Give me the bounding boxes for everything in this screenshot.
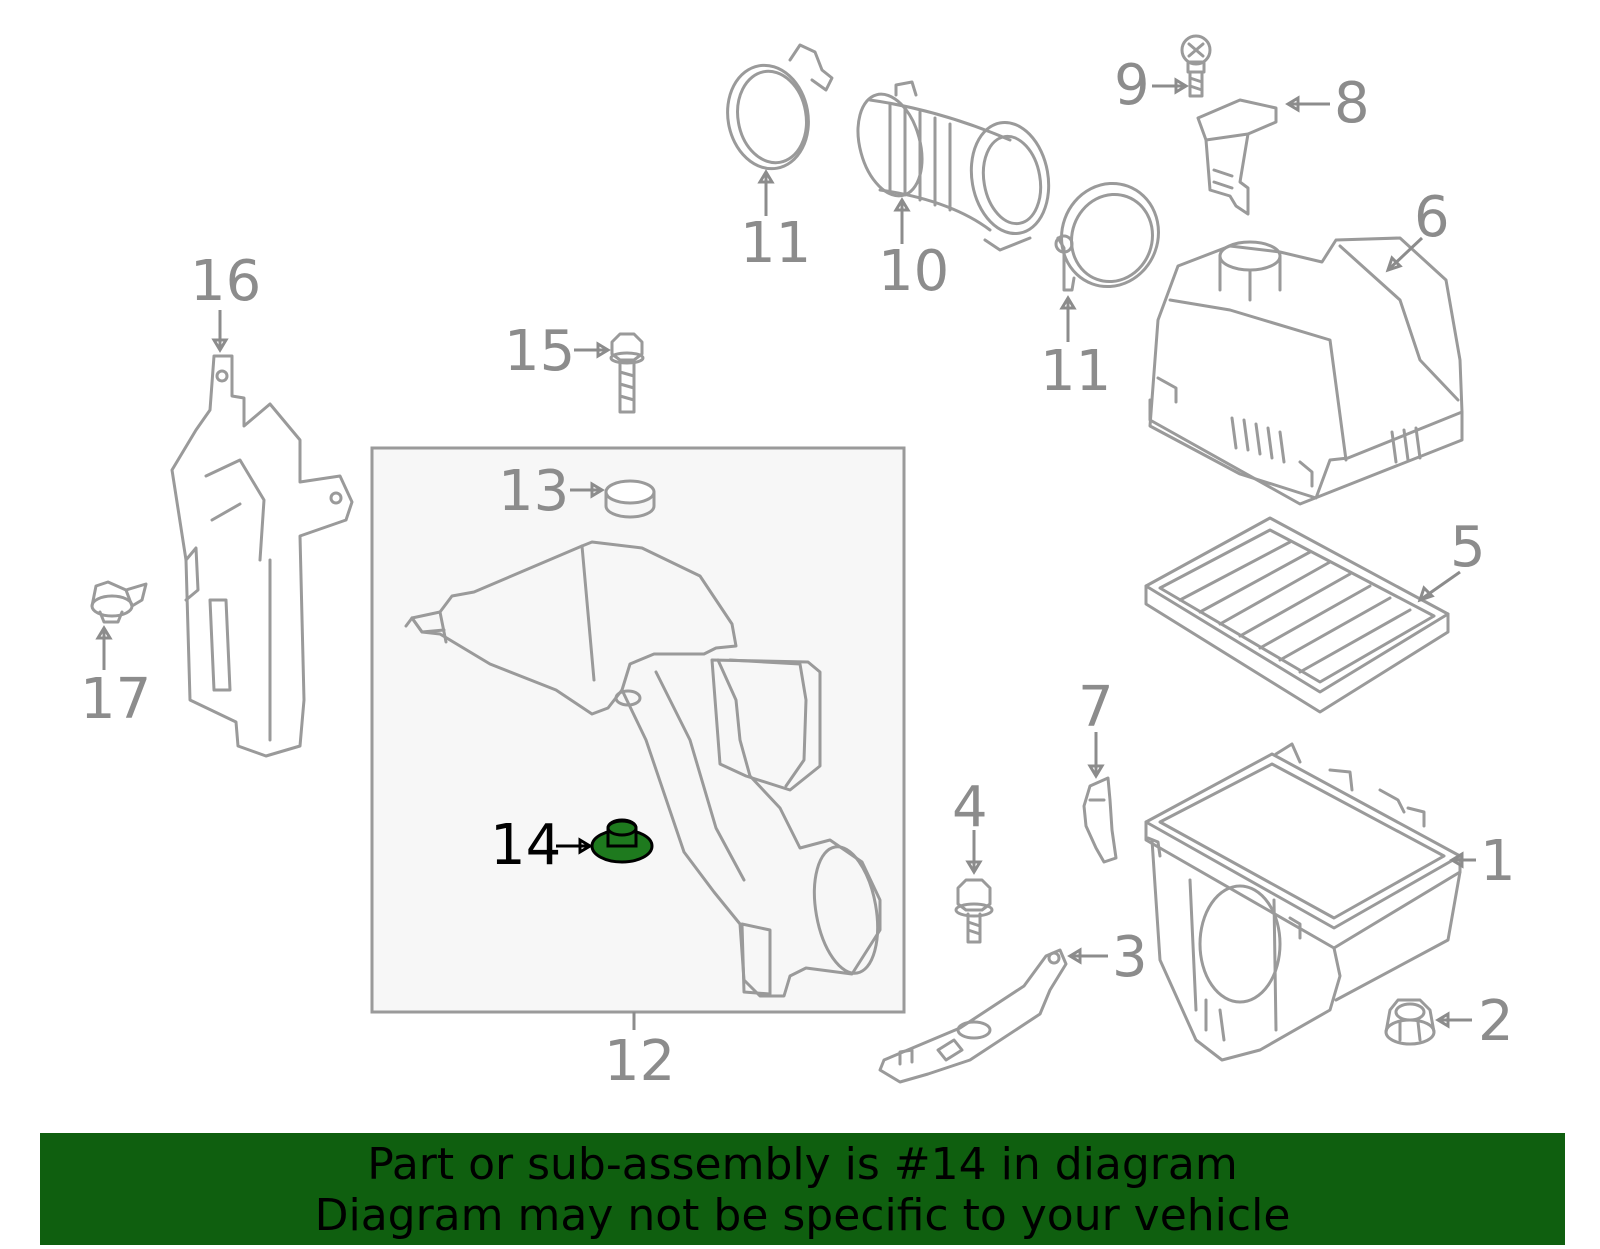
banner-line-part-number: Part or sub-assembly is #14 in diagram [367,1139,1238,1190]
part-4-bolt[interactable] [954,878,994,944]
callout-11-upper: 11 [740,211,811,276]
part-11-clamp-lower[interactable] [1047,170,1173,301]
callout-16: 16 [190,249,261,314]
part-16-bracket[interactable] [170,354,354,758]
part-7-clip[interactable] [1082,776,1118,864]
callout-2: 2 [1478,989,1514,1054]
callout-8: 8 [1334,71,1370,136]
part-1-air-cleaner-case[interactable] [1144,742,1462,1062]
callout-13: 13 [498,459,569,524]
part-13-grommet[interactable] [604,479,656,519]
part-12-air-duct[interactable] [404,540,887,998]
callout-15: 15 [504,319,575,384]
part-2-grommet[interactable] [1384,998,1436,1046]
part-5-air-filter[interactable] [1144,516,1450,714]
callout-12: 12 [604,1029,675,1094]
callout-1: 1 [1480,829,1516,894]
part-6-air-cleaner-cover[interactable] [1148,236,1464,506]
info-banner: Part or sub-assembly is #14 in diagram D… [40,1133,1565,1245]
callout-11-lower: 11 [1040,339,1111,404]
banner-line-disclaimer: Diagram may not be specific to your vehi… [314,1190,1291,1241]
callout-17: 17 [80,667,151,732]
part-17-clip[interactable] [90,580,148,624]
part-14-grommet-highlighted[interactable] [590,818,654,864]
callout-7: 7 [1078,675,1114,740]
callout-5: 5 [1450,515,1486,580]
part-11-clamp-upper[interactable] [720,43,834,175]
callout-9: 9 [1114,53,1150,118]
callout-4: 4 [952,775,988,840]
part-9-screw[interactable] [1180,34,1212,98]
leader-lines [95,77,1476,1030]
part-15-bolt[interactable] [609,332,645,414]
callout-3: 3 [1112,925,1148,990]
subassembly-box-12 [370,446,906,1014]
part-8-airflow-sensor[interactable] [1196,98,1278,216]
callout-6: 6 [1414,185,1450,250]
callout-14-highlighted: 14 [490,813,561,878]
part-10-intake-hose[interactable] [848,80,1058,252]
callout-10: 10 [878,239,949,304]
part-3-bracket[interactable] [878,948,1068,1084]
